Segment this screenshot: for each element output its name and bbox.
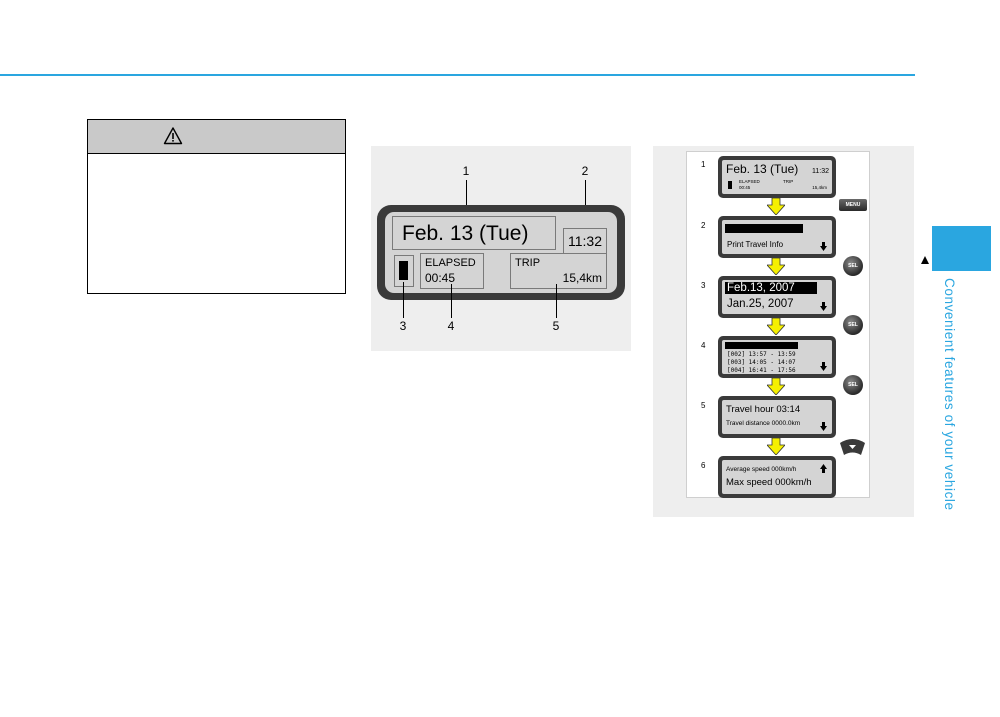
callout-3: 3	[399, 319, 407, 333]
screen-step-5: Travel hour 03:14 Travel distance 0000.0…	[718, 396, 836, 438]
callout-1-line	[466, 180, 467, 217]
section-tab	[932, 226, 991, 271]
screen1-elapsed-value: 00:45	[739, 185, 751, 190]
callout-2: 2	[581, 164, 589, 178]
step-number-6: 6	[701, 461, 706, 470]
lcd-screen: Feb. 13 (Tue) 11:32 ELAPSED 00:45 TRIP 1…	[385, 212, 617, 293]
screen3-selected-date: Feb.13, 2007	[725, 282, 817, 294]
scroll-down-icon	[820, 362, 827, 371]
screen5-travel-hour: Travel hour 03:14	[726, 404, 801, 415]
step-number-1: 1	[701, 160, 706, 169]
screen1-date: Feb. 13 (Tue)	[726, 162, 799, 176]
step-number-2: 2	[701, 221, 706, 230]
section-pointer-icon	[921, 256, 929, 264]
step-arrow-1	[767, 198, 785, 215]
step-arrow-3	[767, 318, 785, 335]
screen2-selected-item: Search Travel record	[725, 224, 804, 233]
screen6-max-speed: Max speed 000km/h	[726, 477, 812, 488]
scroll-down-icon	[820, 242, 827, 251]
screen4-record: [004] 16:41 - 17:56	[727, 367, 796, 374]
section-title: Convenient features of your vehicle	[942, 278, 957, 511]
callout-1: 1	[462, 164, 470, 178]
trip-segment: TRIP 15,4km	[510, 253, 607, 289]
screen1-indicator	[728, 181, 732, 189]
date-segment: Feb. 13 (Tue)	[392, 216, 556, 250]
sel-button: SEL	[843, 256, 863, 276]
screen-step-1: Feb. 13 (Tue) 11:32 ELAPSED 00:45 TRIP 1…	[718, 156, 836, 198]
elapsed-label: ELAPSED	[425, 257, 476, 269]
elapsed-segment: ELAPSED 00:45	[420, 253, 484, 289]
screen-step-3: Feb.13, 2007 Jan.25, 2007	[718, 276, 836, 318]
step-number-5: 5	[701, 401, 706, 410]
elapsed-value: 00:45	[425, 271, 456, 285]
screen3-date: Jan.25, 2007	[727, 298, 794, 310]
step-arrow-2	[767, 258, 785, 275]
down-rocker-button-icon	[840, 439, 865, 455]
screen-step-4: [001] 11:05 - 13:57 [002] 13:57 - 13:59 …	[718, 336, 836, 378]
scroll-up-icon	[820, 464, 827, 473]
screen4-record-selected: [001] 11:05 - 13:57	[725, 342, 798, 349]
screen2-item: Print Travel Info	[727, 240, 784, 249]
clock-segment: 11:32	[563, 228, 607, 254]
clock-text: 11:32	[568, 233, 602, 249]
step-number-4: 4	[701, 341, 706, 350]
screen1-trip-value: 15,4km	[812, 185, 827, 190]
step-arrow-5	[767, 438, 785, 455]
indicator-block	[399, 261, 408, 280]
callout-3-line	[403, 282, 404, 318]
scroll-down-icon	[820, 422, 827, 431]
step-arrow-4	[767, 378, 785, 395]
date-text: Feb. 13 (Tue)	[402, 222, 529, 245]
step-number-3: 3	[701, 281, 706, 290]
sel-button: SEL	[843, 315, 863, 335]
screen4-record: [002] 13:57 - 13:59	[727, 351, 796, 358]
screen6-average-speed: Average speed 000km/h	[726, 466, 797, 473]
instrument-cluster-display: Feb. 13 (Tue) 11:32 ELAPSED 00:45 TRIP 1…	[377, 205, 625, 300]
callout-5: 5	[552, 319, 560, 333]
warning-box	[87, 119, 346, 294]
screen5-travel-distance: Travel distance 0000.0km	[726, 420, 801, 427]
screen1-elapsed-label: ELAPSED	[739, 179, 760, 184]
screen-step-2: Search Travel record Print Travel Info	[718, 216, 836, 258]
screen4-record: [003] 14:05 - 14:07	[727, 359, 796, 366]
scroll-down-icon	[820, 302, 827, 311]
callout-4-line	[451, 284, 452, 318]
header-rule	[0, 74, 915, 76]
sel-button: SEL	[843, 375, 863, 395]
screen1-time: 11:32	[812, 168, 829, 175]
trip-label: TRIP	[515, 257, 541, 269]
warning-header	[88, 120, 345, 154]
callout-4: 4	[447, 319, 455, 333]
menu-button: MENU	[839, 199, 867, 211]
warning-triangle-icon	[163, 127, 183, 145]
callout-5-line	[556, 284, 557, 318]
screen-step-6: Average speed 000km/h Max speed 000km/h	[718, 456, 836, 498]
screen1-trip-label: TRIP	[783, 179, 794, 184]
indicator-segment	[394, 255, 414, 287]
trip-value: 15,4km	[562, 271, 602, 285]
